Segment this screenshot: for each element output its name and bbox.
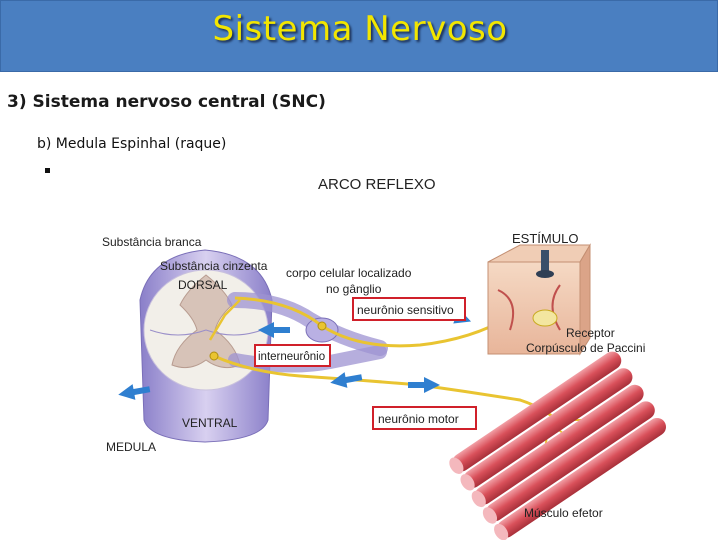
subsection-heading: b) Medula Espinhal (raque) [37,136,227,152]
pacinian-corpuscle [532,309,558,327]
label-effector-muscle: Músculo efetor [524,506,603,520]
label-gray-matter: Substância cinzenta [160,259,268,273]
label-receptor: Receptor [566,326,615,340]
sensory-neuron-box [352,297,466,321]
label-motor-neuron: neurônio motor [378,412,459,426]
interneuron-box [254,344,331,367]
interneuron-path [208,299,241,341]
figure-title: ARCO REFLEXO [318,176,436,193]
slide-title: Sistema Nervoso [212,9,508,49]
label-medula: MEDULA [106,440,156,454]
arrow-icon [118,384,151,400]
bullet-marker [45,168,50,173]
arrow-icon [258,322,290,338]
arrow-icon [408,377,440,393]
section-heading: 3) Sistema nervoso central (SNC) [7,92,326,112]
label-interneuron: interneurônio [258,351,325,363]
label-pacinian: Corpúsculo de Paccini [526,341,645,355]
gray-matter [171,274,241,369]
label-stimulus: ESTÍMULO [512,231,578,246]
motor-neuron-box [372,406,477,430]
label-cell-body-2: no gânglio [326,282,382,296]
skin-block [487,243,591,356]
label-sensory-neuron: neurônio sensitivo [357,303,454,317]
title-bar: Sistema Nervoso [0,0,718,72]
effector-muscle [449,351,666,540]
stimulus-pin [541,250,549,272]
label-cell-body-1: corpo celular localizado [286,266,412,280]
arrow-icon [330,372,363,388]
label-white-matter: Substância branca [102,235,202,249]
label-ventral: VENTRAL [182,416,238,430]
label-dorsal: DORSAL [178,278,228,292]
